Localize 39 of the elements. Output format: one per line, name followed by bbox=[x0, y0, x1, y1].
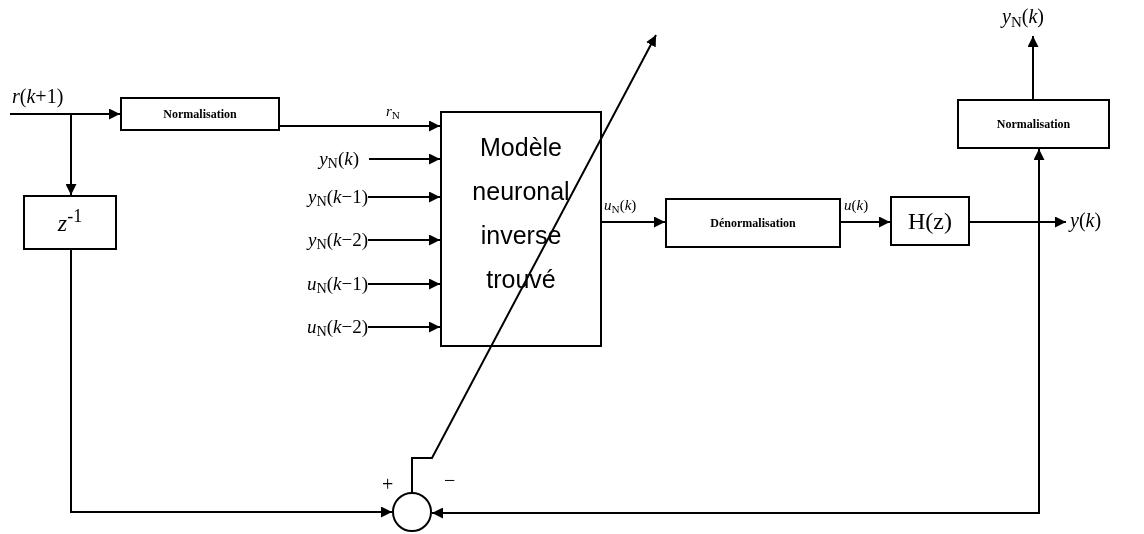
block bbox=[957, 99, 1110, 149]
signal-label: y$_{N}$(k−1) bbox=[307, 184, 368, 212]
arrow bbox=[367, 234, 441, 246]
block bbox=[120, 97, 280, 131]
arrow bbox=[840, 216, 891, 228]
edge-label: r$_{N}$ bbox=[386, 102, 400, 121]
edge-label: y(k) bbox=[1070, 208, 1102, 233]
edge-label: r(k+1) bbox=[12, 84, 64, 109]
edge-label: − bbox=[444, 468, 456, 493]
arrow bbox=[411, 34, 657, 493]
edge-label: y$_{N}$(k) bbox=[1002, 4, 1044, 29]
arrow bbox=[431, 221, 1040, 519]
arrow bbox=[65, 113, 77, 196]
arrow bbox=[9, 108, 121, 120]
signal-label: y$_{N}$(k) bbox=[319, 146, 359, 174]
edge-label: u(k) bbox=[844, 196, 869, 215]
arrow bbox=[70, 249, 393, 518]
arrow bbox=[601, 216, 666, 228]
arrow bbox=[279, 120, 441, 132]
block-label: H(z) bbox=[908, 207, 952, 236]
block bbox=[665, 198, 841, 248]
signal-label: y$_{N}$(k−2) bbox=[307, 227, 368, 255]
block-label: Dénormalisation bbox=[710, 215, 796, 232]
arrow bbox=[368, 153, 441, 165]
block bbox=[23, 195, 117, 250]
edge-label: u$_{N}$(k) bbox=[604, 196, 637, 215]
arrow bbox=[367, 191, 441, 203]
signal-label: u$_{N}$(k−1) bbox=[306, 271, 368, 299]
signal-label: u$_{N}$(k−2) bbox=[306, 314, 368, 342]
block bbox=[440, 111, 602, 347]
block-label: z$^{-1}$ bbox=[57, 204, 83, 238]
arrow bbox=[367, 278, 441, 290]
summing-junction bbox=[392, 492, 432, 532]
block bbox=[890, 196, 970, 246]
arrow bbox=[367, 321, 441, 333]
block-label: Normalisation bbox=[163, 106, 237, 123]
arrow bbox=[1027, 35, 1039, 100]
edge-label: + bbox=[382, 472, 394, 497]
block-label: Normalisation bbox=[996, 116, 1071, 133]
